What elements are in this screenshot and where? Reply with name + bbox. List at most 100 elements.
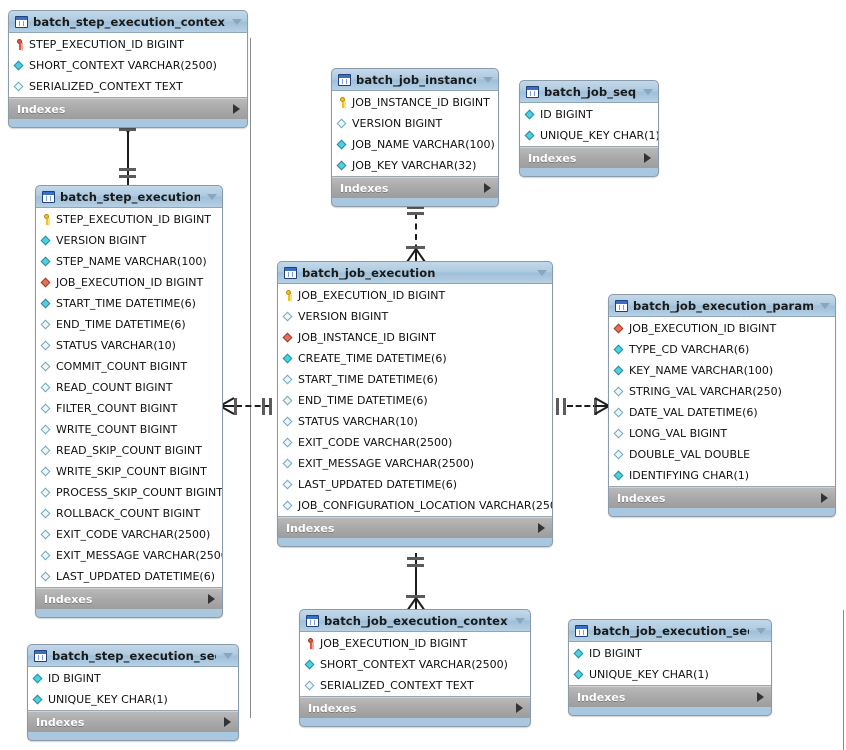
table-column[interactable]: TYPE_CD VARCHAR(6) (609, 339, 835, 360)
indexes-section-toggle[interactable]: Indexes (278, 517, 552, 538)
table-column[interactable]: LONG_VAL BIGINT (609, 423, 835, 444)
table-column[interactable]: COMMIT_COUNT BIGINT (36, 356, 222, 377)
chevron-down-icon[interactable] (515, 617, 525, 624)
table-header[interactable]: batch_job_execution_context (300, 610, 530, 632)
table-column[interactable]: JOB_EXECUTION_ID BIGINT (300, 633, 530, 654)
table-column[interactable]: VERSION BIGINT (278, 306, 552, 327)
table-column[interactable]: JOB_INSTANCE_ID BIGINT (332, 92, 498, 113)
triangle-right-icon[interactable] (538, 523, 545, 533)
chevron-down-icon[interactable] (820, 302, 830, 309)
table-column[interactable]: DOUBLE_VAL DOUBLE (609, 444, 835, 465)
chevron-down-icon[interactable] (223, 652, 233, 659)
table-column[interactable]: START_TIME DATETIME(6) (278, 369, 552, 390)
table-column[interactable]: CREATE_TIME DATETIME(6) (278, 348, 552, 369)
table-column[interactable]: WRITE_SKIP_COUNT BIGINT (36, 461, 222, 482)
table-column[interactable]: END_TIME DATETIME(6) (36, 314, 222, 335)
table-column[interactable]: JOB_INSTANCE_ID BIGINT (278, 327, 552, 348)
table-header[interactable]: batch_job_instance (332, 69, 498, 91)
table-column[interactable]: EXIT_MESSAGE VARCHAR(2500) (278, 453, 552, 474)
chevron-down-icon[interactable] (483, 76, 493, 83)
table-column[interactable]: PROCESS_SKIP_COUNT BIGINT (36, 482, 222, 503)
table-header[interactable]: batch_step_execution_seq (28, 645, 238, 667)
chevron-down-icon[interactable] (207, 193, 217, 200)
indexes-section-toggle[interactable]: Indexes (300, 697, 530, 718)
table-column[interactable]: SHORT_CONTEXT VARCHAR(2500) (9, 55, 247, 76)
table-column[interactable]: KEY_NAME VARCHAR(100) (609, 360, 835, 381)
table-column[interactable]: EXIT_MESSAGE VARCHAR(2500) (36, 545, 222, 566)
triangle-right-icon[interactable] (224, 717, 231, 727)
table-column[interactable]: JOB_NAME VARCHAR(100) (332, 134, 498, 155)
table-header[interactable]: batch_step_execution (36, 186, 222, 208)
table-column[interactable]: STATUS VARCHAR(10) (278, 411, 552, 432)
table-column[interactable]: VERSION BIGINT (36, 230, 222, 251)
triangle-right-icon[interactable] (484, 183, 491, 193)
chevron-down-icon[interactable] (232, 18, 242, 25)
table-column[interactable]: EXIT_CODE VARCHAR(2500) (36, 524, 222, 545)
table-column[interactable]: UNIQUE_KEY CHAR(1) (520, 125, 658, 146)
table-column[interactable]: DATE_VAL DATETIME(6) (609, 402, 835, 423)
table-column[interactable]: STATUS VARCHAR(10) (36, 335, 222, 356)
triangle-right-icon[interactable] (516, 703, 523, 713)
chevron-down-icon[interactable] (537, 269, 547, 276)
indexes-section-toggle[interactable]: Indexes (28, 711, 238, 732)
triangle-right-icon[interactable] (644, 153, 651, 163)
table-column[interactable]: ROLLBACK_COUNT BIGINT (36, 503, 222, 524)
table-column[interactable]: SHORT_CONTEXT VARCHAR(2500) (300, 654, 530, 675)
triangle-right-icon[interactable] (233, 104, 240, 114)
table-column[interactable]: JOB_CONFIGURATION_LOCATION VARCHAR(2500) (278, 495, 552, 516)
table-column[interactable]: LAST_UPDATED DATETIME(6) (36, 566, 222, 587)
triangle-right-icon[interactable] (208, 594, 215, 604)
table-column[interactable]: ID BIGINT (28, 668, 238, 689)
table-header[interactable]: batch_job_execution_seq (569, 620, 771, 642)
table-column[interactable]: LAST_UPDATED DATETIME(6) (278, 474, 552, 495)
indexes-section-toggle[interactable]: Indexes (569, 686, 771, 707)
table-column[interactable]: EXIT_CODE VARCHAR(2500) (278, 432, 552, 453)
table-column[interactable]: ID BIGINT (569, 643, 771, 664)
table-column[interactable]: END_TIME DATETIME(6) (278, 390, 552, 411)
triangle-right-icon[interactable] (821, 493, 828, 503)
indexes-section-toggle[interactable]: Indexes (520, 147, 658, 168)
table-column[interactable]: UNIQUE_KEY CHAR(1) (28, 689, 238, 710)
table-column[interactable]: START_TIME DATETIME(6) (36, 293, 222, 314)
indexes-section-toggle[interactable]: Indexes (9, 98, 247, 119)
indexes-section-toggle[interactable]: Indexes (609, 487, 835, 508)
table-column[interactable]: STEP_EXECUTION_ID BIGINT (36, 209, 222, 230)
table-column[interactable]: READ_COUNT BIGINT (36, 377, 222, 398)
table-column[interactable]: SERIALIZED_CONTEXT TEXT (300, 675, 530, 696)
table-header[interactable]: batch_job_execution (278, 262, 552, 284)
table-column[interactable]: ID BIGINT (520, 104, 658, 125)
indexes-section-toggle[interactable]: Indexes (36, 588, 222, 609)
chevron-down-icon[interactable] (643, 88, 653, 95)
table-header[interactable]: batch_job_seq (520, 81, 658, 103)
table-column[interactable]: STRING_VAL VARCHAR(250) (609, 381, 835, 402)
triangle-right-icon[interactable] (757, 692, 764, 702)
table-column[interactable]: READ_SKIP_COUNT BIGINT (36, 440, 222, 461)
table-column[interactable]: STEP_NAME VARCHAR(100) (36, 251, 222, 272)
table-column[interactable]: JOB_EXECUTION_ID BIGINT (36, 272, 222, 293)
indexes-section-toggle[interactable]: Indexes (332, 177, 498, 198)
table-column[interactable]: VERSION BIGINT (332, 113, 498, 134)
table-column[interactable]: STEP_EXECUTION_ID BIGINT (9, 34, 247, 55)
table-column[interactable]: JOB_KEY VARCHAR(32) (332, 155, 498, 176)
table-column[interactable]: JOB_EXECUTION_ID BIGINT (278, 285, 552, 306)
table-column[interactable]: JOB_EXECUTION_ID BIGINT (609, 318, 835, 339)
chevron-down-icon[interactable] (756, 627, 766, 634)
table-column[interactable]: UNIQUE_KEY CHAR(1) (569, 664, 771, 685)
table-header[interactable]: batch_step_execution_context (9, 11, 247, 33)
table-header[interactable]: batch_job_execution_params (609, 295, 835, 317)
table-column[interactable]: SERIALIZED_CONTEXT TEXT (9, 76, 247, 97)
table-column[interactable]: WRITE_COUNT BIGINT (36, 419, 222, 440)
table-column[interactable]: FILTER_COUNT BIGINT (36, 398, 222, 419)
table-column[interactable]: IDENTIFYING CHAR(1) (609, 465, 835, 486)
